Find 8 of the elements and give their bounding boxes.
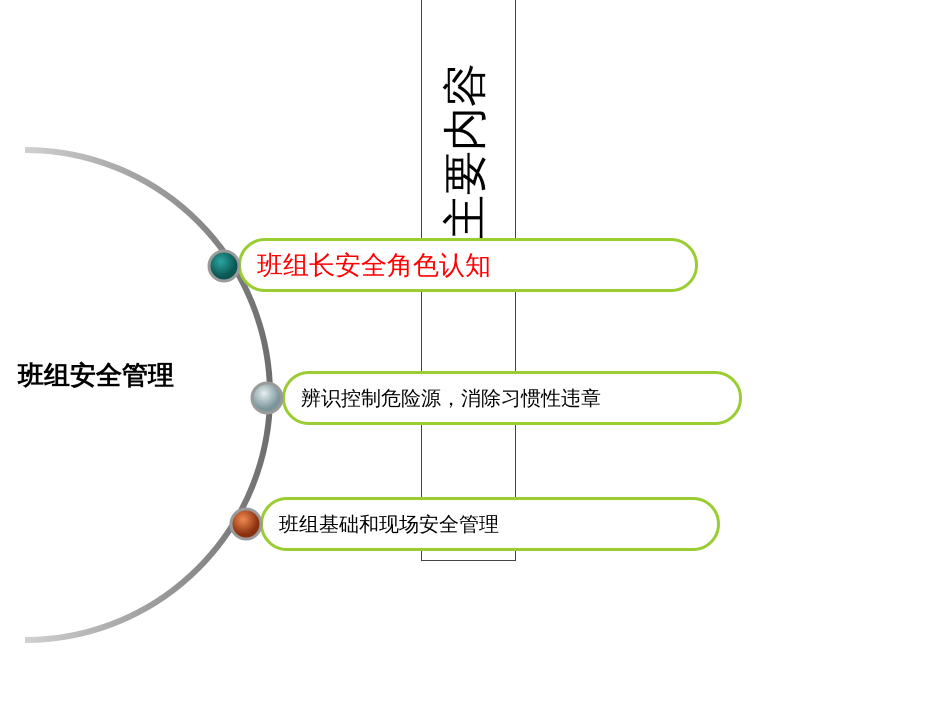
topic-text: 班组长安全角色认知: [257, 250, 491, 282]
topic-pill: [260, 497, 720, 551]
topic-text: 辨识控制危险源，消除习惯性违章: [301, 384, 601, 412]
topic-text: 班组基础和现场安全管理: [279, 510, 499, 538]
vertical-title: 主要内容: [444, 63, 488, 239]
topic-pill: [282, 371, 742, 425]
center-title: 班组安全管理: [18, 361, 174, 391]
topic-pill: [238, 238, 698, 292]
